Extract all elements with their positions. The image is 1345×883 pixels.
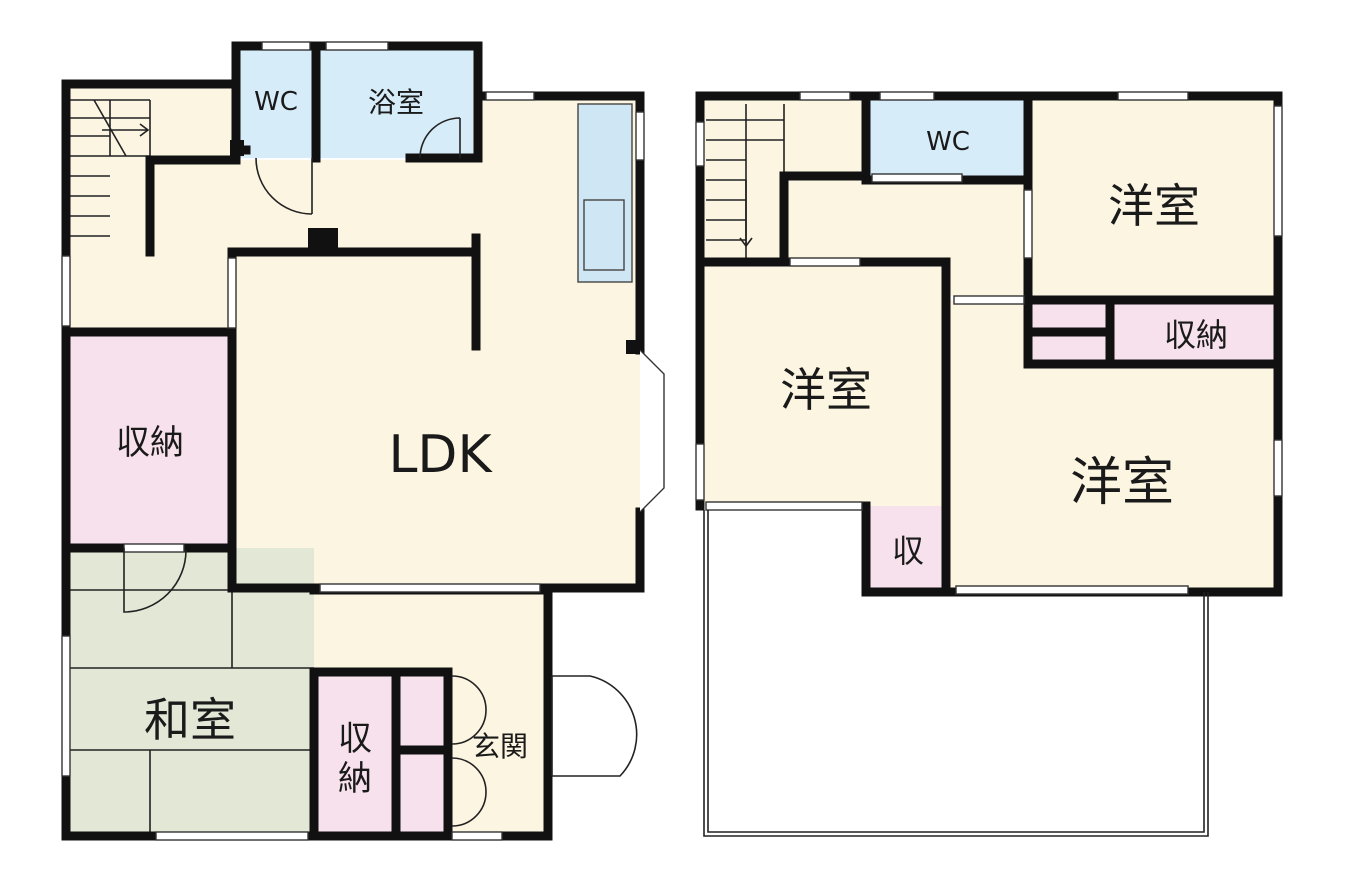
door-storage-a: [123, 543, 185, 553]
post-1: [308, 228, 338, 252]
door-washitsu-swing: [123, 548, 187, 613]
tatami-lines: [68, 589, 314, 832]
window-f2-south: [955, 585, 1189, 595]
label-room-se: 洋室: [1070, 453, 1174, 513]
ldk-floor: [232, 96, 660, 588]
door-f2-room-ne: [1023, 189, 1033, 259]
shoe-storage-1: [396, 672, 448, 750]
label-storage-small: 収: [892, 532, 924, 570]
window-f2-room-w-south: [705, 501, 863, 511]
balcony-inner: [707, 510, 1205, 833]
shoe-storage-2: [396, 754, 448, 832]
window-f2-top-1: [799, 91, 851, 101]
wc-floor-2: [868, 100, 1028, 178]
label-bath: 浴室: [368, 86, 424, 119]
label-storage-b-top: 収: [338, 719, 372, 759]
post-3: [230, 140, 244, 156]
window-wc-1: [261, 41, 311, 51]
washitsu-floor: [68, 548, 314, 832]
post-2: [626, 340, 640, 354]
window-kitchen: [635, 111, 645, 161]
storage-mini-1: [1032, 302, 1110, 332]
room-ne-floor: [1030, 100, 1274, 300]
door-f2-room-w: [789, 257, 861, 267]
label-washitsu: 和室: [144, 693, 236, 747]
storage-e-floor: [1112, 302, 1274, 364]
door-shoe-1: [451, 675, 487, 745]
room-w-floor: [704, 262, 946, 506]
bath-floor: [316, 46, 478, 158]
window-f2-east-1: [1273, 105, 1283, 237]
label-storage-b-bottom: 納: [338, 759, 372, 799]
label-wc-1: WC: [254, 87, 298, 117]
door-f2-room-se: [953, 295, 1025, 305]
door-f2-wc: [871, 173, 963, 183]
door-entrance-swing: [551, 675, 638, 777]
storage-small-floor: [866, 506, 948, 588]
label-room-ne: 洋室: [1108, 179, 1200, 233]
label-entrance: 玄関: [472, 730, 528, 763]
floor-2: WC 洋室 収納 洋室 洋室 収: [695, 91, 1283, 837]
storage-b-floor: [314, 672, 396, 832]
balcony-outline: [703, 510, 1209, 837]
label-room-w: 洋室: [780, 363, 872, 417]
window-f2-west-1: [695, 121, 705, 167]
storage-mini-2: [1032, 334, 1110, 364]
storage-a-floor: [68, 336, 228, 548]
window-hall-inner: [227, 257, 237, 329]
label-wc-2: WC: [926, 127, 970, 157]
window-f2-east-2: [1273, 439, 1283, 497]
window-bath-1: [325, 41, 389, 51]
kitchen-sink: [583, 199, 625, 271]
door-wc-swing: [255, 157, 313, 215]
label-ldk: LDK: [388, 425, 493, 485]
floor-1: WC 浴室 LDK 収納 和室 収 納 玄関: [61, 41, 665, 841]
stairs-arrow-1: [102, 123, 150, 137]
window-f2-west-2: [695, 443, 705, 501]
window-ldk-south: [319, 583, 541, 593]
bay-window-wall: [639, 349, 665, 513]
window-ldk-top: [485, 91, 535, 101]
window-washitsu-west: [61, 635, 71, 777]
label-storage-e: 収納: [1164, 316, 1228, 354]
window-entrance-south: [451, 831, 503, 841]
stairs-arrow-2: [739, 180, 753, 248]
window-hall-west: [61, 255, 71, 327]
room-se-floor: [948, 300, 1274, 588]
door-bath-swing: [419, 117, 461, 159]
window-f2-top-3: [1117, 91, 1189, 101]
wc-floor-1: [236, 46, 316, 158]
stairs-floor-1: [70, 99, 151, 237]
window-f2-top-2: [879, 91, 935, 101]
window-washitsu-south: [155, 831, 309, 841]
label-storage-a: 収納: [116, 423, 184, 463]
door-shoe-2: [451, 757, 487, 827]
